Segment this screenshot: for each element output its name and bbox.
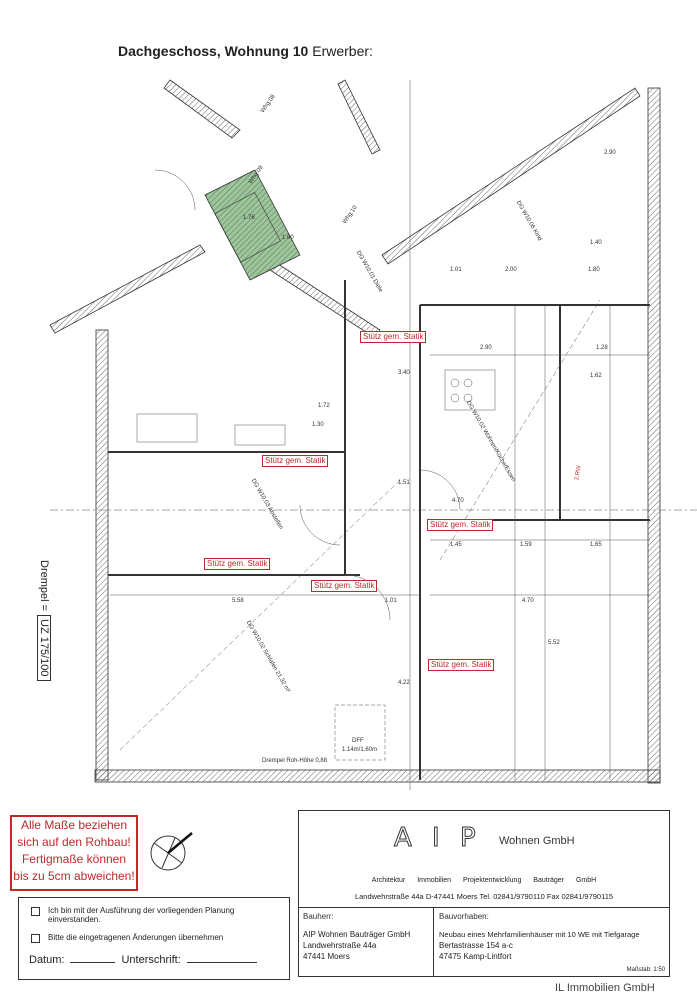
- warning-line: bis zu 5cm abweichen!: [13, 869, 135, 883]
- wall-bottom: [94, 769, 661, 783]
- plan-details: [50, 80, 697, 790]
- dimension: 1.72: [318, 403, 330, 409]
- approval-box: Ich bin mit der Ausführung der vorliegen…: [18, 897, 290, 980]
- client-line: AIP Wohnen Bauträger GmbH: [303, 930, 411, 939]
- warning-line: Alle Maße beziehen: [20, 818, 128, 832]
- dff-size-note: 1.14m/1.60m: [342, 747, 378, 753]
- scale-label: Maßstab: 1:50: [626, 967, 665, 973]
- warning-line: Fertigmaße können: [21, 852, 127, 866]
- date-label: Datum:: [29, 954, 65, 966]
- wall-segment: [269, 261, 381, 339]
- north-arrow-icon: [150, 832, 193, 871]
- approve-label: Ich bin mit der Ausführung der vorliegen…: [48, 906, 235, 924]
- column-label: Stütz gem. Statik: [428, 659, 495, 671]
- wall-segment: [337, 79, 381, 155]
- dimension: 4.70: [452, 498, 464, 504]
- dimension: 2.90: [604, 150, 616, 156]
- dff-note: DFF: [352, 738, 364, 744]
- column-label: Stütz gem. Statik: [311, 580, 378, 592]
- column-label: Stütz gem. Statik: [427, 519, 494, 531]
- company-address: Landwehrstraße 44a D-47441 Moers Tel. 02…: [354, 892, 614, 901]
- drempel-value: UZ 175/100: [37, 615, 51, 681]
- dimension: 2.90: [480, 345, 492, 351]
- floor-plan: [49, 79, 697, 790]
- dimension: 1.30: [312, 422, 324, 428]
- wall-right: [647, 87, 661, 784]
- client-line: Landwehrstraße 44a: [303, 941, 377, 950]
- dimension: 5.52: [548, 640, 560, 646]
- column-label: Stütz gem. Statik: [360, 331, 427, 343]
- project-line: 47475 Kamp-Lintfort: [439, 952, 512, 961]
- drempel-label: Drempel =UZ 175/100: [37, 560, 51, 681]
- dimension: 1.45: [450, 542, 462, 548]
- dimension: 2.00: [505, 267, 517, 273]
- changes-label: Bitte die eingetragenen Änderungen übern…: [48, 933, 224, 942]
- column-label: Stütz gem. Statik: [262, 455, 329, 467]
- changes-checkbox[interactable]: [31, 934, 40, 943]
- wall-left: [95, 329, 109, 781]
- dimension: 4.22: [398, 680, 410, 686]
- client-label: Bauherr:: [303, 912, 334, 921]
- warning-line: sich auf den Rohbau!: [17, 835, 131, 849]
- wall-diagonal-left: [49, 244, 206, 334]
- dimension: 5.58: [232, 598, 244, 604]
- dimension: 1.65: [590, 542, 602, 548]
- dimension: 1.76: [243, 215, 255, 221]
- stairwell-wall: [204, 169, 301, 281]
- signature-field[interactable]: [186, 962, 257, 963]
- project-label: Bauvorhaben:: [439, 912, 489, 921]
- approve-checkbox[interactable]: [31, 907, 40, 916]
- title-block: A I P Wohnen GmbH Architektur Immobilien…: [298, 810, 670, 977]
- dimension: 1.01: [450, 267, 462, 273]
- dimension: 3.40: [398, 370, 410, 376]
- dimension: 1.60: [282, 235, 294, 241]
- company-services: Architektur Immobilien Projektentwicklun…: [371, 877, 597, 884]
- project-line: Neubau eines Mehrfamilienhäuser mit 10 W…: [439, 930, 640, 939]
- drempel-roh-note: Drempel Roh-Höhe 0,88: [262, 758, 328, 764]
- wall-segment: [163, 79, 241, 139]
- column-label: Stütz gem. Statik: [204, 558, 271, 570]
- company-logo: A I P: [394, 823, 482, 854]
- elevator-shaft: [214, 191, 281, 263]
- page-title: Dachgeschoss, Wohnung 10 Erwerber:: [118, 43, 373, 59]
- dimension: 1.62: [590, 373, 602, 379]
- dimension: 1.80: [588, 267, 600, 273]
- wall-roof-diagonal: [381, 87, 641, 265]
- dimension: 4.70: [522, 598, 534, 604]
- watermark: IL Immobilien GmbH: [555, 982, 655, 994]
- dimension: 1.28: [596, 345, 608, 351]
- dimension: 1.01: [385, 598, 397, 604]
- company-name: Wohnen GmbH: [499, 835, 575, 847]
- dimension: 1.40: [590, 240, 602, 246]
- project-line: Bertastrasse 154 a-c: [439, 941, 513, 950]
- signature-label: Unterschrift:: [121, 954, 181, 966]
- dimension-warning-stamp: Alle Maße beziehen sich auf den Rohbau! …: [10, 815, 138, 891]
- client-line: 47441 Moers: [303, 952, 350, 961]
- dimension: 1.59: [520, 542, 532, 548]
- dimension: 1.51: [398, 480, 410, 486]
- date-field[interactable]: [70, 962, 116, 963]
